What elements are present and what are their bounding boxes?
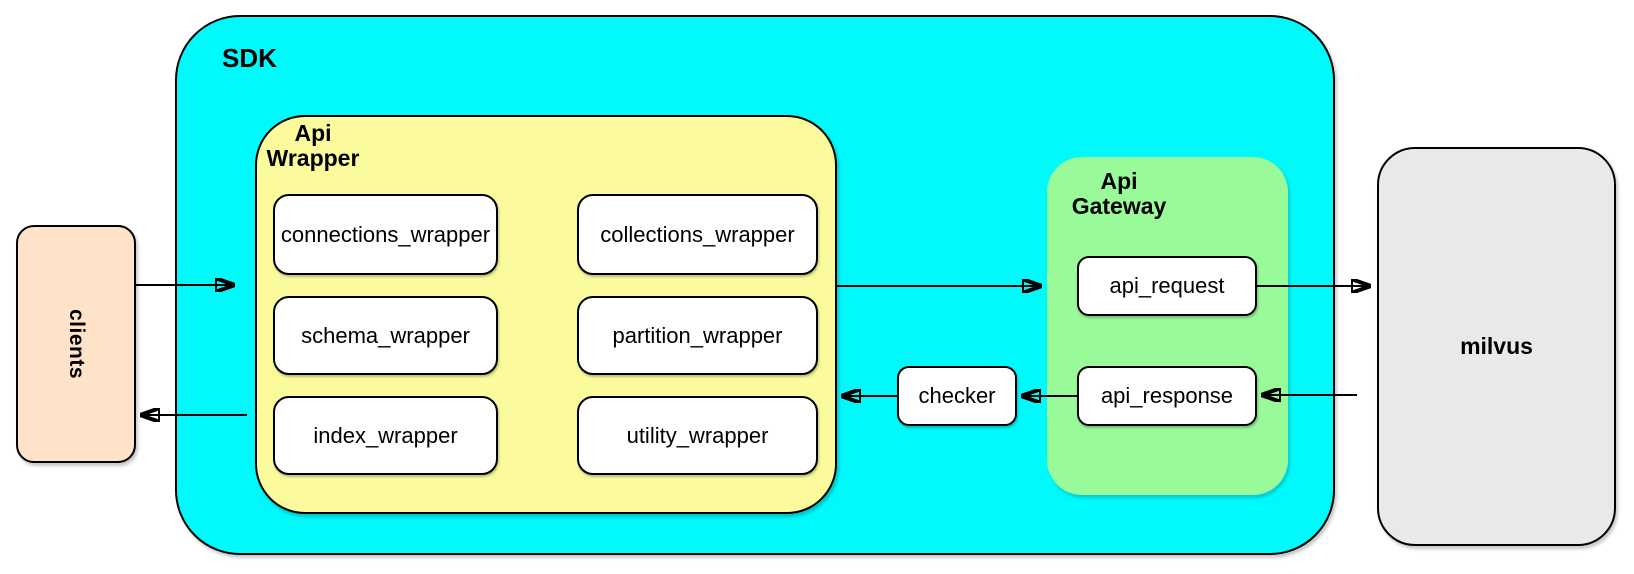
api-gateway-label-line2: Gateway xyxy=(1071,193,1167,219)
milvus-label: milvus xyxy=(1460,333,1533,359)
api-wrapper-label: Api Wrapper xyxy=(257,121,369,171)
milvus-node: milvus xyxy=(1377,147,1616,546)
checker-node: checker xyxy=(897,366,1017,426)
sdk-label: SDK xyxy=(222,43,277,73)
schema-wrapper-node: schema_wrapper xyxy=(273,296,498,375)
api-wrapper-label-line2: Wrapper xyxy=(266,145,360,171)
api-request-node: api_request xyxy=(1077,256,1257,316)
clients-label: clients xyxy=(65,308,88,380)
api-gateway-label: Api Gateway xyxy=(1063,169,1175,219)
index-wrapper-node: index_wrapper xyxy=(273,396,498,475)
api-wrapper-label-line1: Api xyxy=(294,120,332,146)
clients-node: clients xyxy=(16,225,136,463)
connections-wrapper-node: connections_wrapper xyxy=(273,194,498,275)
partition-wrapper-node: partition_wrapper xyxy=(577,296,818,375)
api-response-node: api_response xyxy=(1077,366,1257,426)
api-gateway-label-line1: Api xyxy=(1100,168,1138,194)
api-gateway-region: Api Gateway xyxy=(1047,157,1288,495)
collections-wrapper-node: collections_wrapper xyxy=(577,194,818,275)
utility-wrapper-node: utility_wrapper xyxy=(577,396,818,475)
